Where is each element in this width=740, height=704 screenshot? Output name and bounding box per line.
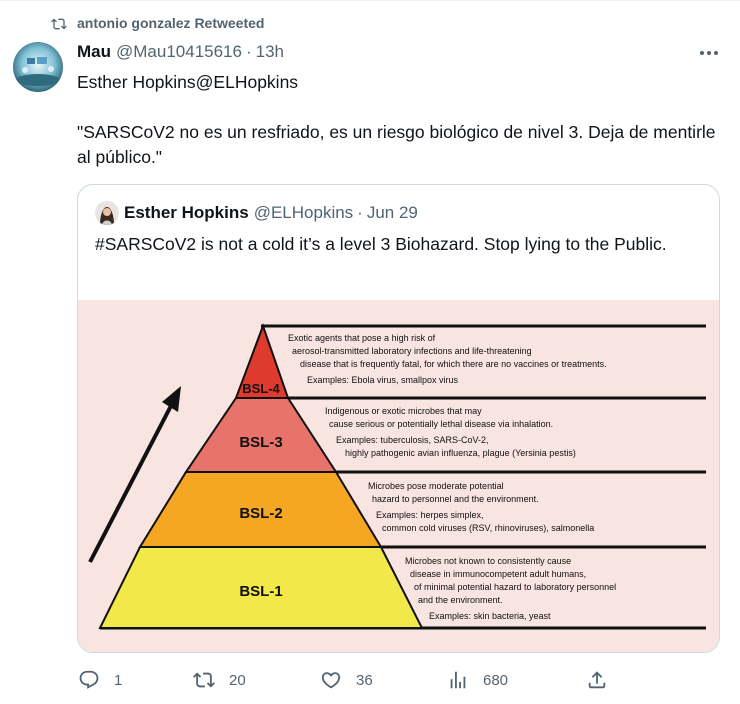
bsl4-desc: Exotic agents that pose a high risk of <box>288 333 436 343</box>
quoted-author-avatar <box>95 201 119 225</box>
reply-icon <box>79 670 99 689</box>
quoted-author-name: Esther Hopkins <box>124 203 249 222</box>
bsl2-examples: Examples: herpes simplex, <box>376 510 484 520</box>
author-handle[interactable]: @Mau10415616 <box>116 42 242 61</box>
bsl3-desc: Indigenous or exotic microbes that may <box>325 406 482 416</box>
author-name[interactable]: Mau <box>77 42 111 61</box>
bsl1-examples: Examples: skin bacteria, yeast <box>429 611 551 621</box>
bsl4-examples: Examples: Ebola virus, smallpox virus <box>307 375 459 385</box>
quoted-author-handle: @ELHopkins <box>253 203 354 222</box>
retweet-count: 20 <box>229 671 246 689</box>
bsl1-desc: and the environment. <box>418 595 503 605</box>
analytics-icon <box>450 671 466 689</box>
heart-icon <box>321 672 341 689</box>
escalation-arrow-head <box>162 386 181 412</box>
bsl1-label: BSL-1 <box>239 583 282 600</box>
tweet-text-line: Esther Hopkins@ELHopkins <box>77 72 299 92</box>
avatar-image <box>13 42 63 92</box>
like-count: 36 <box>356 671 373 689</box>
bsl3-label: BSL-3 <box>239 434 282 451</box>
tweet-text-quote: "SARSCoV2 no es un resfriado, es un ries… <box>77 122 716 167</box>
top-divider <box>0 0 740 1</box>
bsl1-desc: Microbes not known to consistently cause <box>405 556 571 566</box>
like-button[interactable]: 36 <box>320 664 373 696</box>
tweet-actions: 1 20 36 680 <box>0 664 740 696</box>
quoted-tweet[interactable]: Esther Hopkins @ELHopkins · Jun 29 #SARS… <box>77 184 720 653</box>
separator-dot: · <box>245 42 252 61</box>
reply-button[interactable]: 1 <box>78 664 122 696</box>
bsl1-desc: of minimal potential hazard to laborator… <box>414 582 616 592</box>
bsl2-desc: hazard to personnel and the environment. <box>372 494 539 504</box>
bsl4-desc: aerosol-transmitted laboratory infection… <box>292 346 532 356</box>
tweet-body: Esther Hopkins@ELHopkins "SARSCoV2 no es… <box>77 70 727 170</box>
bsl2-desc: Microbes pose moderate potential <box>368 481 504 491</box>
share-icon <box>588 671 606 689</box>
bsl2-examples: common cold viruses (RSV, rhinoviruses),… <box>382 523 594 533</box>
quoted-tweet-text: #SARSCoV2 is not a cold it’s a level 3 B… <box>95 234 667 254</box>
views-button[interactable]: 680 <box>447 664 508 696</box>
bsl4-label: BSL-4 <box>242 381 280 396</box>
bsl1-tier <box>98 546 424 629</box>
avatar[interactable] <box>13 42 63 92</box>
infographic-graphic: BSL-4 BSL-3 BSL-2 BSL-1 Exotic agents th… <box>88 323 706 630</box>
biosafety-levels-infographic[interactable]: BSL-4 BSL-3 BSL-2 BSL-1 Exotic agents th… <box>78 300 719 652</box>
bsl4-desc: disease that is frequently fatal, for wh… <box>300 359 607 369</box>
more-options-icon[interactable] <box>698 44 720 62</box>
retweet-icon <box>51 18 67 30</box>
quoted-tweet-date: Jun 29 <box>366 203 418 222</box>
tweet-timestamp[interactable]: 13h <box>255 42 285 61</box>
bsl1-desc: disease in immunocompetent adult humans, <box>410 569 586 579</box>
bsl3-desc: cause serious or potentially lethal dise… <box>329 419 553 429</box>
share-button[interactable] <box>586 664 608 696</box>
retweet-icon <box>193 672 215 688</box>
reply-count: 1 <box>114 671 123 689</box>
retweet-button[interactable]: 20 <box>193 664 246 696</box>
escalation-arrow-shaft <box>88 399 176 563</box>
quoted-tweet-header: Esther Hopkins @ELHopkins · Jun 29 <box>95 201 418 225</box>
bsl3-examples: Examples: tuberculosis, SARS-CoV-2, <box>336 435 489 445</box>
tweet-header: Mau @Mau10415616 · 13h <box>77 42 284 64</box>
separator-dot: · <box>357 203 363 222</box>
retweeter-link[interactable]: antonio gonzalez Retweeted <box>77 15 265 31</box>
bsl3-examples: highly pathogenic avian influenza, plagu… <box>345 448 576 458</box>
bsl2-label: BSL-2 <box>239 505 282 522</box>
views-count: 680 <box>483 671 509 689</box>
